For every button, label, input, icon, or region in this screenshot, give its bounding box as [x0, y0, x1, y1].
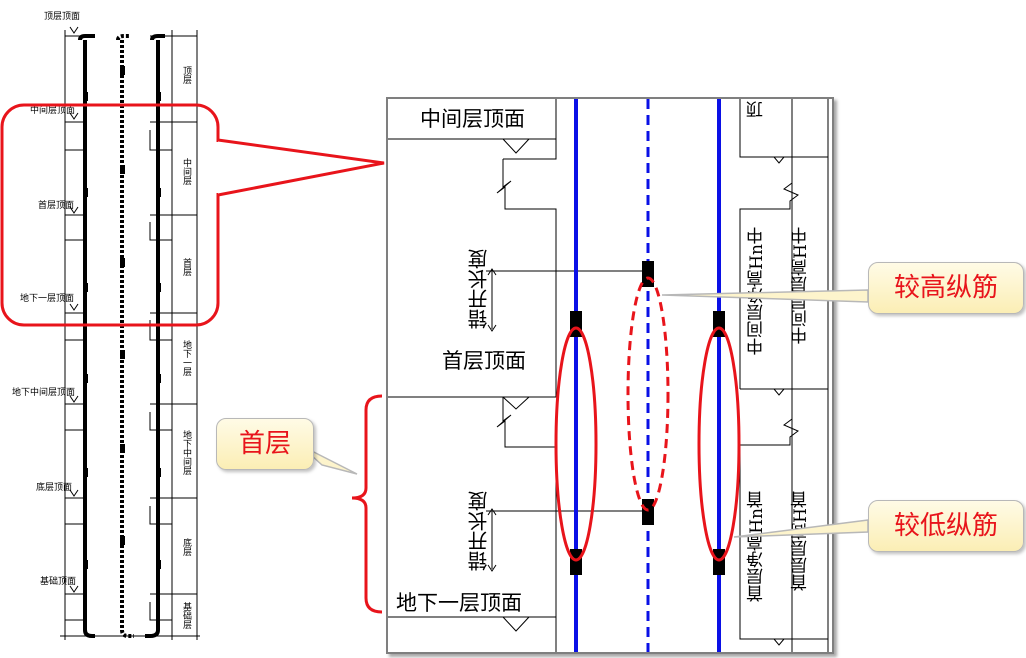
overview-elevation: 顶层顶面 中间层顶面 首层顶面 地下一层顶面 地下中间层顶面 底层顶面 基础顶面… [0, 0, 230, 658]
overview-label-bottom-top: 底层顶面 [36, 483, 73, 493]
callout-first-floor: 首层 [216, 418, 314, 470]
overview-drawing [60, 26, 200, 640]
overview-floor-middle: 中间层 [181, 158, 191, 185]
first-floor-brace [351, 394, 383, 614]
detail-label-b1-top: 地下一层顶面 [396, 591, 522, 615]
detail-drawing [388, 99, 829, 652]
detail-label-stagger-upper: 错开长度 [467, 249, 491, 329]
overview-floor-foundation: 基础层 [181, 602, 191, 629]
overview-label-middle-top: 中间层顶面 [30, 106, 76, 116]
detail-label-first-top: 首层顶面 [442, 349, 526, 373]
overview-label-bmid-top: 地下中间层顶面 [12, 388, 76, 398]
detail-label-mid-floor-height: 中间层层高H中 [791, 227, 811, 344]
detail-label-first-floor-height: 首层层高H首 [791, 491, 811, 591]
overview-floor-bottom: 底层 [181, 538, 191, 556]
overview-floor-bmid: 地下中间层 [181, 430, 191, 475]
detail-label-middle-top: 中间层顶面 [420, 107, 525, 131]
overview-floor-roof: 顶层 [181, 66, 191, 84]
detail-label-roof-partial: 顶 [747, 101, 767, 118]
detail-label-mid-clear-height: 中间层净高Hn中 [747, 227, 767, 355]
detail-label-stagger-lower: 错开长度 [467, 491, 491, 571]
detail-label-first-clear-height: 首层净高Hn首 [747, 491, 767, 602]
callout-higher-bar-text: 较高纵筋 [893, 273, 998, 303]
callout-higher-bar: 较高纵筋 [868, 262, 1024, 314]
overview-floor-first: 首层 [181, 258, 191, 276]
overview-label-b1-top: 地下一层顶面 [20, 294, 75, 304]
detail-panel: 中间层顶面 首层顶面 地下一层顶面 错开长度 错开长度 中间层净高Hn中 中间层… [386, 97, 834, 654]
callout-first-floor-text: 首层 [238, 429, 291, 459]
callout-lower-bar-text: 较低纵筋 [893, 511, 998, 541]
overview-label-roof-top: 顶层顶面 [44, 12, 81, 22]
overview-floor-b1: 地下一层 [181, 340, 191, 376]
overview-label-first-top: 首层顶面 [38, 201, 75, 211]
callout-lower-bar: 较低纵筋 [868, 500, 1024, 552]
overview-label-foundation-top: 基础顶面 [40, 577, 77, 587]
